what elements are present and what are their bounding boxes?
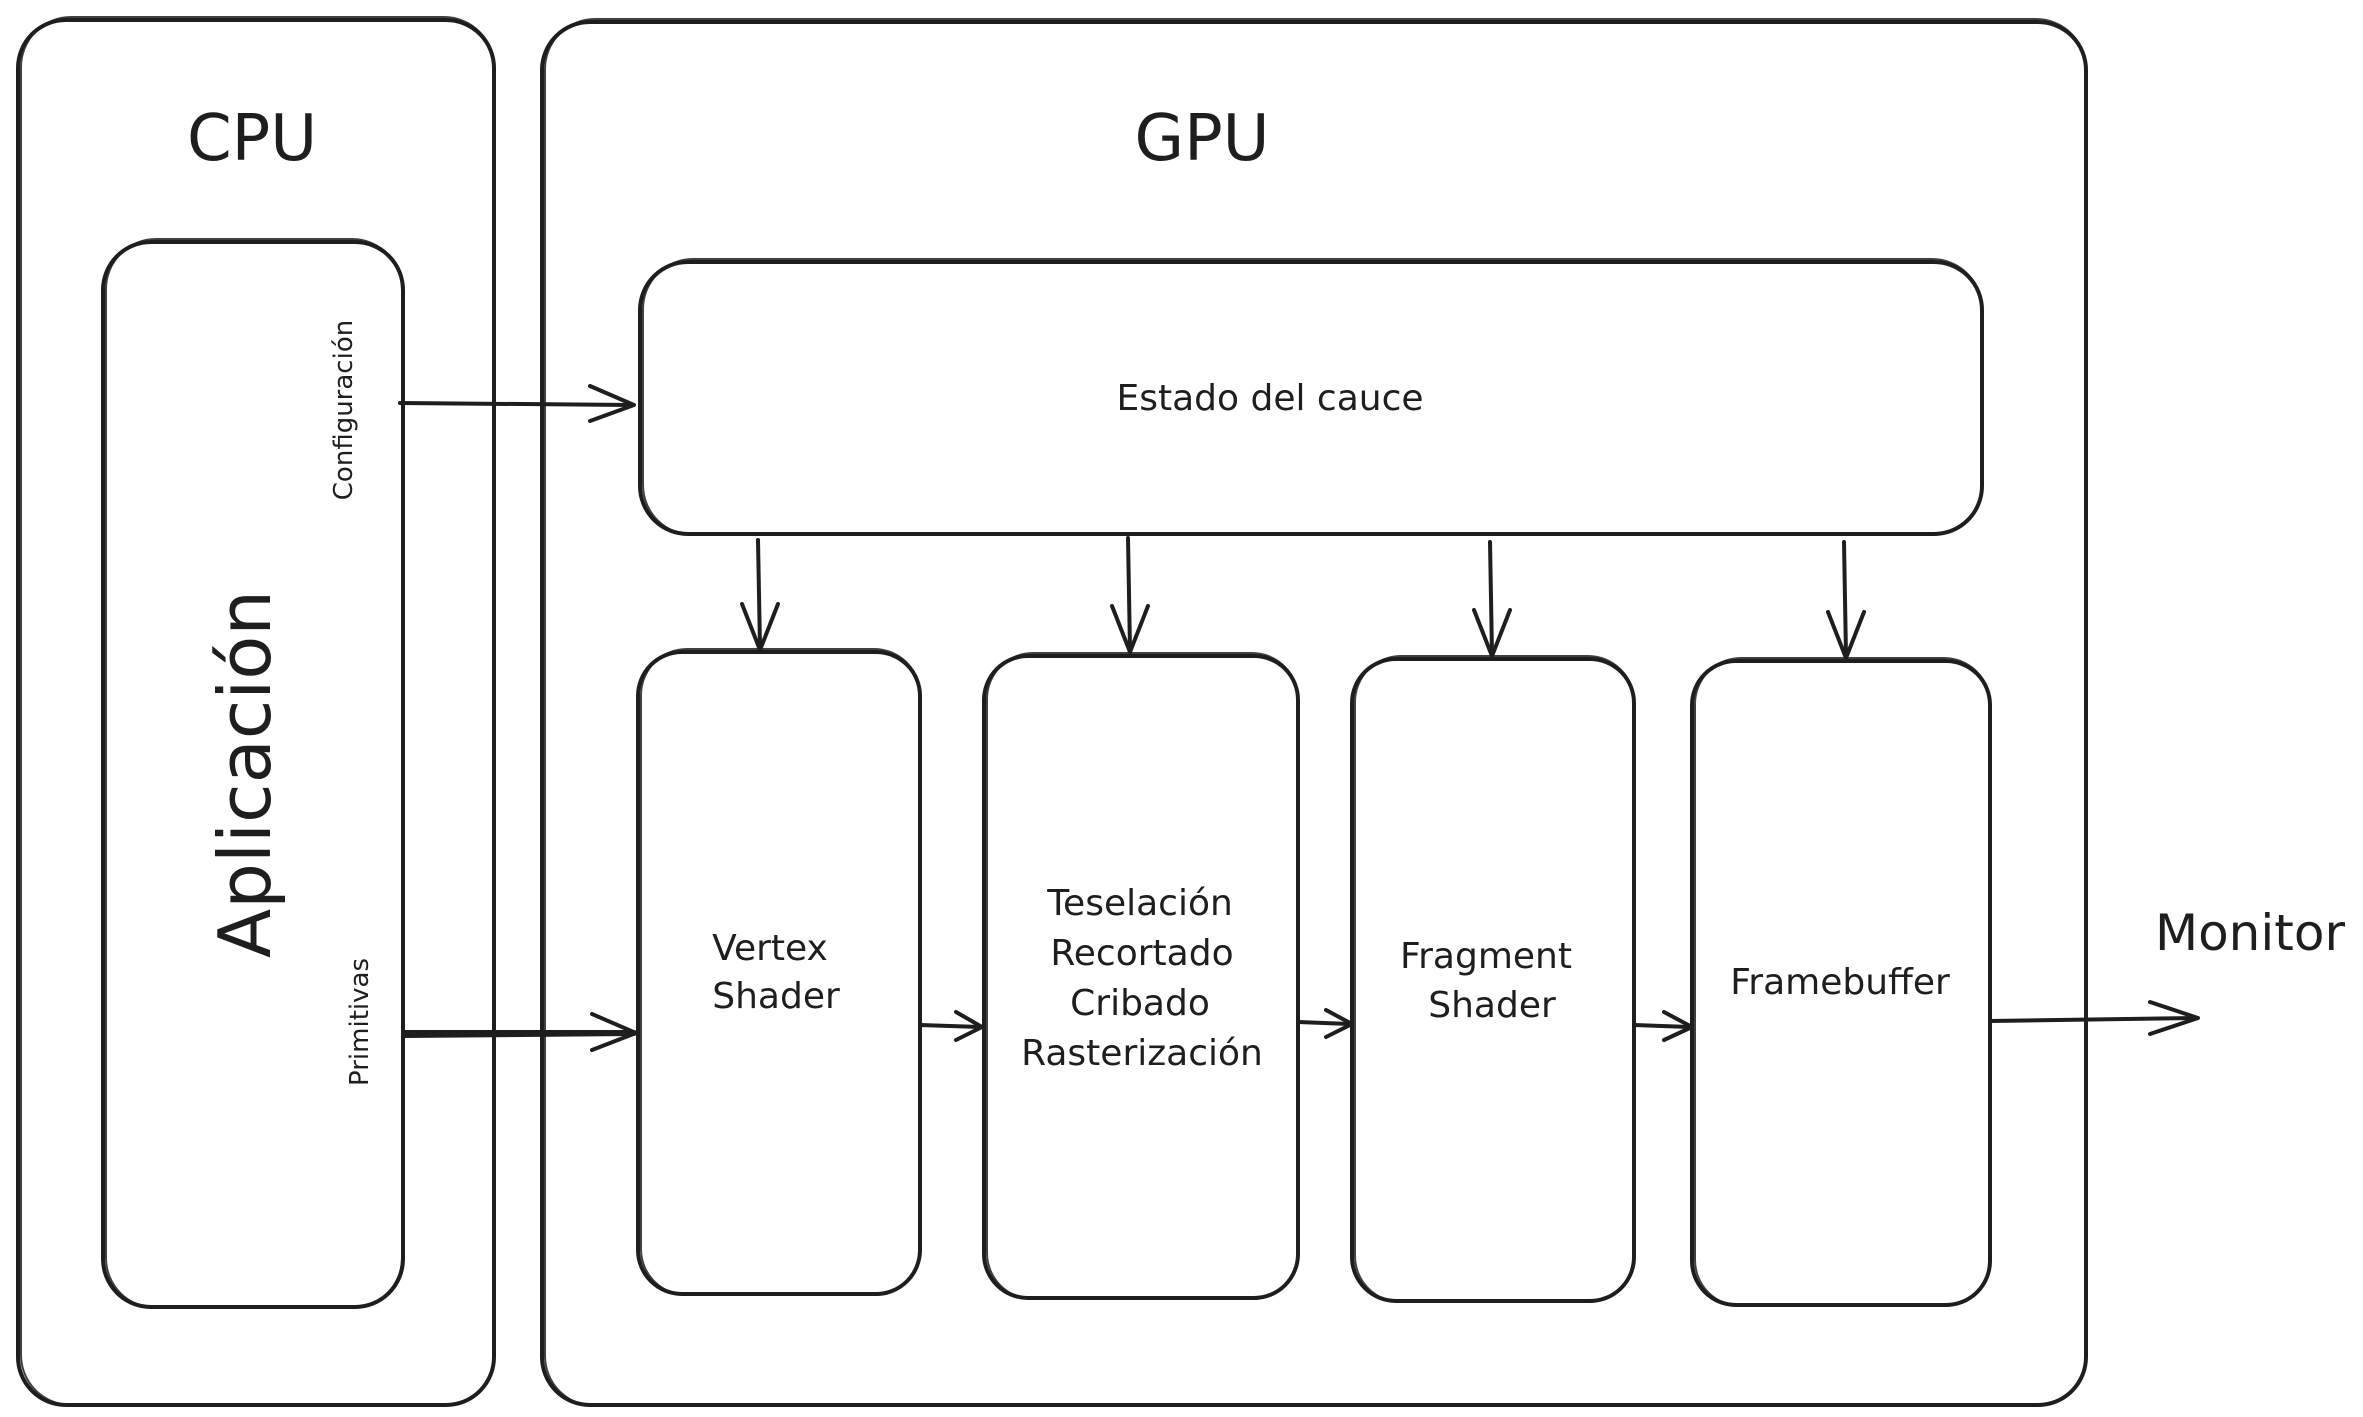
tessellation-to-fragment-arrow: [1296, 1008, 1354, 1039]
state-to-framebuffer-arrow: [1826, 540, 1866, 660]
fragment-shader-line-1: Fragment: [1400, 936, 1572, 977]
tessellation-line-3: Cribado: [1070, 983, 1210, 1024]
tessellation-box: Teselación Recortado Cribado Rasterizaci…: [982, 652, 1300, 1300]
vertex-shader-line-1: Vertex: [712, 928, 828, 969]
monitor-label: Monitor: [2155, 904, 2346, 962]
pipeline-state-label: Estado del cauce: [1116, 378, 1423, 419]
primitives-arrow: [402, 1012, 638, 1052]
framebuffer-label: Framebuffer: [1730, 962, 1950, 1003]
pipeline-state-box: Estado del cauce: [638, 258, 1984, 536]
application-box: Aplicación Configuración Primitivas: [101, 238, 405, 1309]
state-to-fragment-arrow: [1472, 540, 1512, 658]
vertex-shader-line-2: Shader: [712, 976, 840, 1017]
fragment-shader-box: Fragment Shader: [1350, 655, 1636, 1303]
framebuffer-to-monitor-arrow: [1988, 1000, 2200, 1036]
vertex-to-tessellation-arrow: [918, 1010, 984, 1042]
gpu-title: GPU: [1134, 102, 1269, 176]
fragment-shader-line-2: Shader: [1428, 985, 1556, 1026]
config-arrow: [398, 384, 636, 423]
state-to-vertex-arrow: [740, 538, 780, 652]
cpu-title: CPU: [187, 102, 317, 176]
primitives-label: Primitivas: [345, 958, 375, 1086]
vertex-shader-box: Vertex Shader: [636, 648, 922, 1296]
tessellation-line-2: Recortado: [1050, 933, 1233, 974]
tessellation-line-4: Rasterización: [1021, 1033, 1263, 1074]
tessellation-line-1: Teselación: [1046, 883, 1233, 924]
framebuffer-box: Framebuffer: [1690, 657, 1992, 1307]
config-label: Configuración: [329, 320, 359, 500]
fragment-to-framebuffer-arrow: [1632, 1010, 1694, 1042]
state-to-tessellation-arrow: [1110, 536, 1150, 654]
application-label: Aplicación: [203, 590, 287, 958]
